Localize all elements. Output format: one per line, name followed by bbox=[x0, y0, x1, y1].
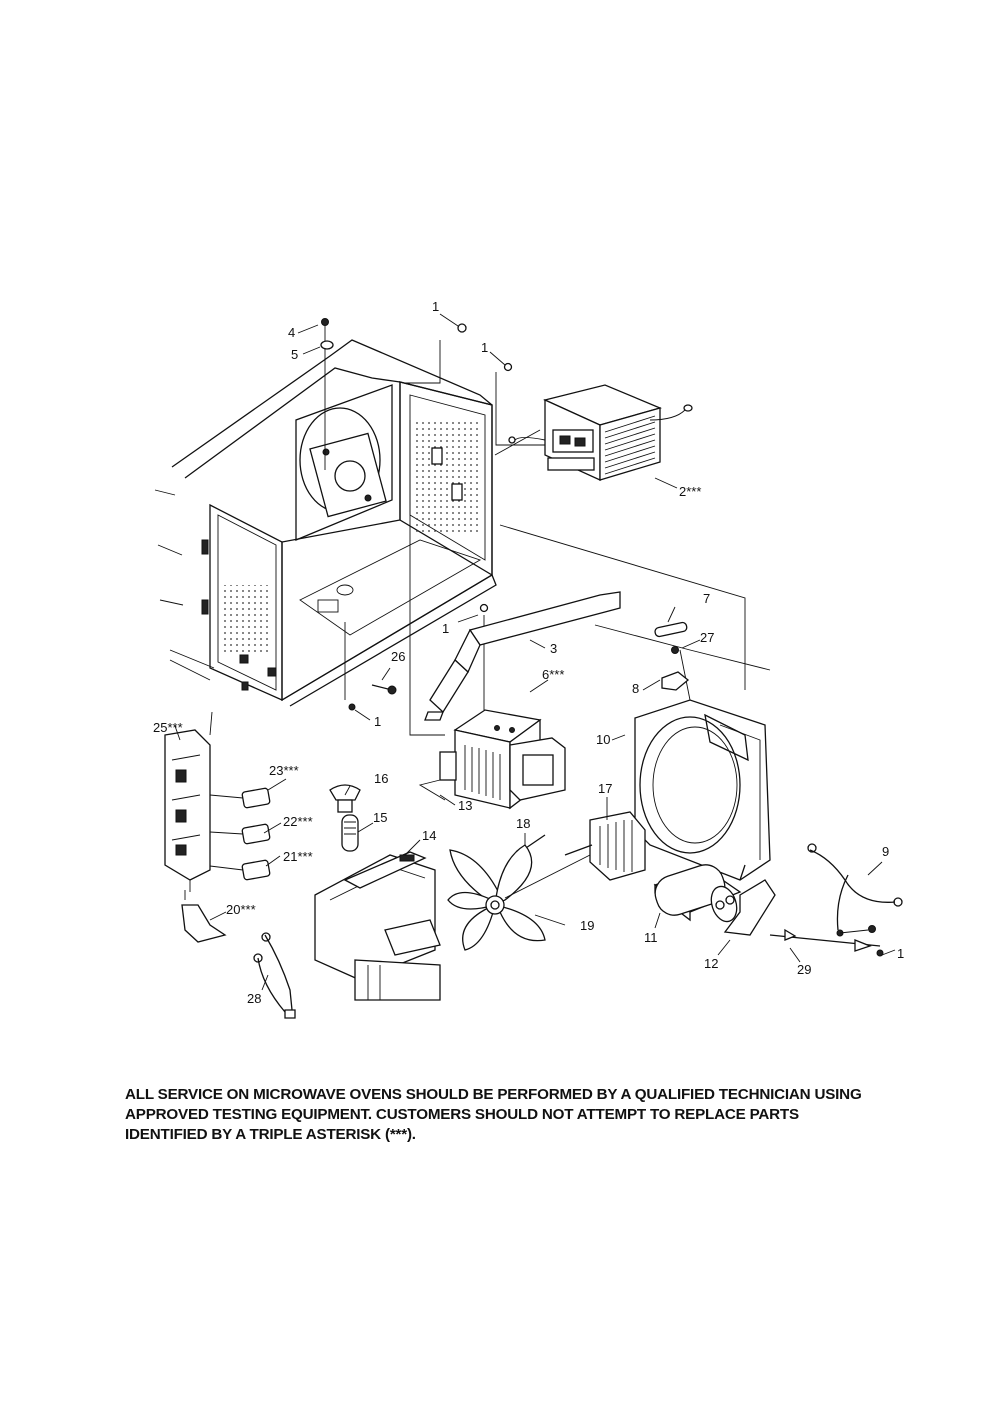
callout-labels: 1 1 1 1 1 2*** 3 4 5 6*** 7 8 9 10 11 12… bbox=[153, 299, 904, 1006]
callout-8: 8 bbox=[632, 681, 639, 696]
callout-11: 11 bbox=[644, 930, 658, 945]
callout-15: 15 bbox=[373, 810, 387, 825]
callout-1c: 1 bbox=[442, 621, 449, 636]
callout-22: 22*** bbox=[283, 814, 313, 829]
capacitor bbox=[653, 864, 776, 936]
callout-5: 5 bbox=[291, 347, 298, 362]
interlock-switches bbox=[209, 787, 271, 881]
callout-arrows bbox=[174, 313, 896, 991]
screws bbox=[320, 318, 884, 957]
wire-harness bbox=[807, 843, 903, 937]
callout-23: 23*** bbox=[269, 763, 299, 778]
callout-20: 20*** bbox=[226, 902, 256, 917]
service-notice: ALL SERVICE ON MICROWAVE OVENS SHOULD BE… bbox=[125, 1085, 965, 1145]
callout-6: 6*** bbox=[542, 667, 564, 682]
callout-10: 10 bbox=[596, 732, 610, 747]
door-latch-assembly bbox=[164, 729, 211, 881]
callout-19: 19 bbox=[580, 918, 594, 933]
callout-7: 7 bbox=[703, 591, 710, 606]
ground-wire bbox=[769, 928, 881, 952]
callout-1e: 1 bbox=[897, 946, 904, 961]
callout-27: 27 bbox=[700, 630, 714, 645]
service-notice-line-3: IDENTIFIED BY A TRIPLE ASTERISK (***). bbox=[125, 1126, 416, 1143]
callout-17: 17 bbox=[598, 781, 612, 796]
base-bracket bbox=[424, 591, 621, 721]
oven-lamp bbox=[329, 784, 361, 852]
callout-18: 18 bbox=[516, 816, 530, 831]
magnetron bbox=[418, 709, 566, 810]
fuse-and-holder bbox=[654, 621, 690, 691]
callout-3: 3 bbox=[550, 641, 557, 656]
callout-26: 26 bbox=[391, 649, 405, 664]
callout-9: 9 bbox=[882, 844, 889, 859]
callout-1d: 1 bbox=[374, 714, 381, 729]
fan-blade bbox=[447, 844, 591, 951]
fan-motor bbox=[515, 811, 646, 881]
callout-1a: 1 bbox=[432, 299, 439, 314]
callout-2: 2*** bbox=[679, 484, 701, 499]
service-notice-line-1: ALL SERVICE ON MICROWAVE OVENS SHOULD BE… bbox=[125, 1086, 862, 1103]
callout-14: 14 bbox=[422, 828, 436, 843]
callout-25: 25*** bbox=[153, 720, 183, 735]
thermal-wire bbox=[253, 932, 296, 1019]
latch-lever bbox=[181, 904, 227, 943]
high-voltage-transformer bbox=[508, 384, 693, 482]
service-notice-line-2: APPROVED TESTING EQUIPMENT. CUSTOMERS SH… bbox=[125, 1106, 799, 1123]
callout-16: 16 bbox=[374, 771, 388, 786]
callout-1b: 1 bbox=[481, 340, 488, 355]
oven-cavity bbox=[154, 339, 497, 707]
callout-12: 12 bbox=[704, 956, 718, 971]
callout-13: 13 bbox=[458, 798, 472, 813]
latch-bracket bbox=[314, 851, 441, 1001]
fan-duct bbox=[634, 699, 771, 881]
callout-21: 21*** bbox=[283, 849, 313, 864]
exploded-parts-diagram: 1 1 1 1 1 2*** 3 4 5 6*** 7 8 9 10 11 12… bbox=[153, 299, 904, 1019]
callout-28: 28 bbox=[247, 991, 261, 1006]
callout-29: 29 bbox=[797, 962, 811, 977]
callout-4: 4 bbox=[288, 325, 295, 340]
